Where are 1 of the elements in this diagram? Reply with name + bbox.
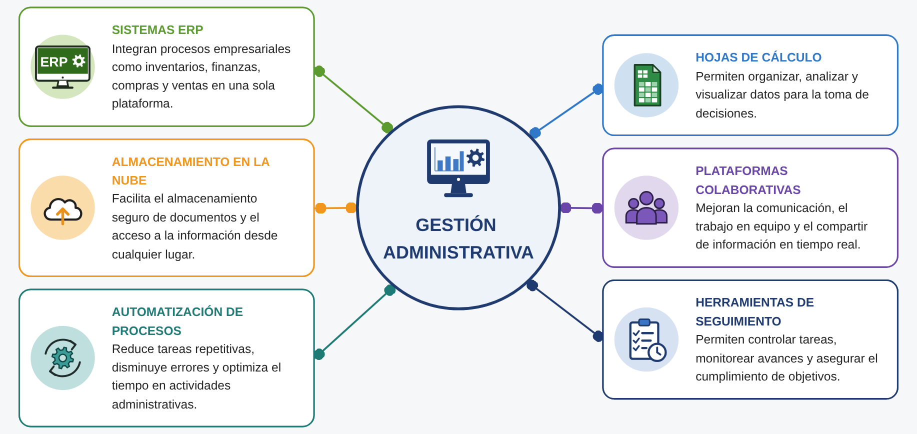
screen-text: ERP (40, 54, 68, 70)
